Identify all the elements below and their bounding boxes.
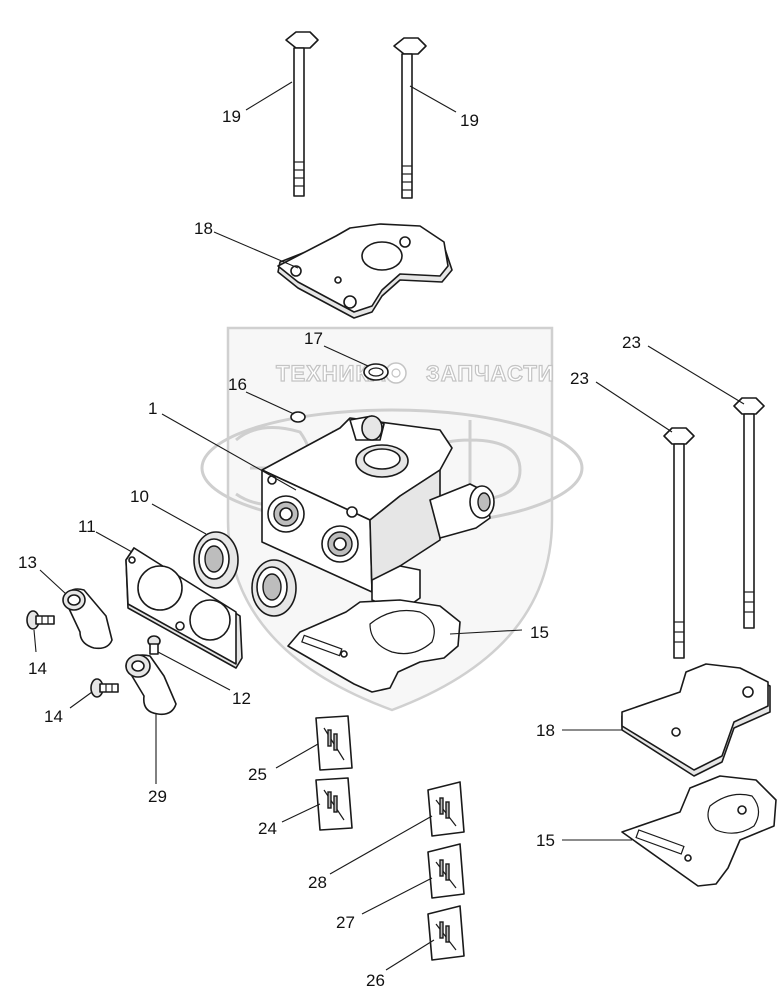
bolt-23-right [733,397,765,629]
callout-13: 13 [18,553,37,572]
callout-19: 19 [222,107,241,126]
callout-17: 17 [304,329,323,348]
bolt-19-right [393,37,427,199]
callout-10: 10 [130,487,149,506]
bolt-19-left [285,31,319,197]
callout-15: 15 [536,831,555,850]
callout-14: 14 [28,659,47,678]
seal-10-right [251,559,297,617]
watermark-text-right: ЗАПЧАСТИ [426,361,555,386]
callout-23: 23 [622,333,641,352]
screw-14-upper [26,610,55,630]
o-ring-17 [363,363,389,381]
bolt-23-left [663,427,695,659]
callout-26: 26 [366,971,385,990]
callout-18: 18 [536,721,555,740]
decal-27 [427,843,465,899]
callout-25: 25 [248,765,267,784]
callout-11: 11 [78,517,96,536]
callout-12: 12 [232,689,251,708]
seal-10-left [193,531,239,589]
handle-cap-13 [62,588,113,650]
gasket-15-center [287,599,461,693]
callout-23: 23 [570,369,589,388]
gear-icon [385,362,407,384]
decal-25 [315,715,353,771]
leader-lines [33,81,745,971]
callout-16: 16 [228,375,247,394]
decal-26 [427,905,465,961]
callout-1: 1 [148,399,157,418]
screw-12 [147,635,161,655]
gasket-15-right [621,775,777,887]
callout-14: 14 [44,707,63,726]
plate-18-right [621,663,771,777]
screw-14-lower [90,678,119,698]
callout-labels: 19 19 18 17 16 1 10 11 13 14 14 12 29 15… [18,107,641,990]
decal-24 [315,777,353,831]
cover-plate-11 [125,547,243,669]
plate-18-top [277,223,453,319]
callout-27: 27 [336,913,355,932]
callout-28: 28 [308,873,327,892]
callout-19: 19 [460,111,479,130]
callout-24: 24 [258,819,277,838]
callout-29: 29 [148,787,167,806]
callout-15: 15 [530,623,549,642]
handle-cap-29 [125,654,177,716]
callout-18: 18 [194,219,213,238]
o-ring-16 [290,411,306,423]
decal-28 [427,781,465,837]
